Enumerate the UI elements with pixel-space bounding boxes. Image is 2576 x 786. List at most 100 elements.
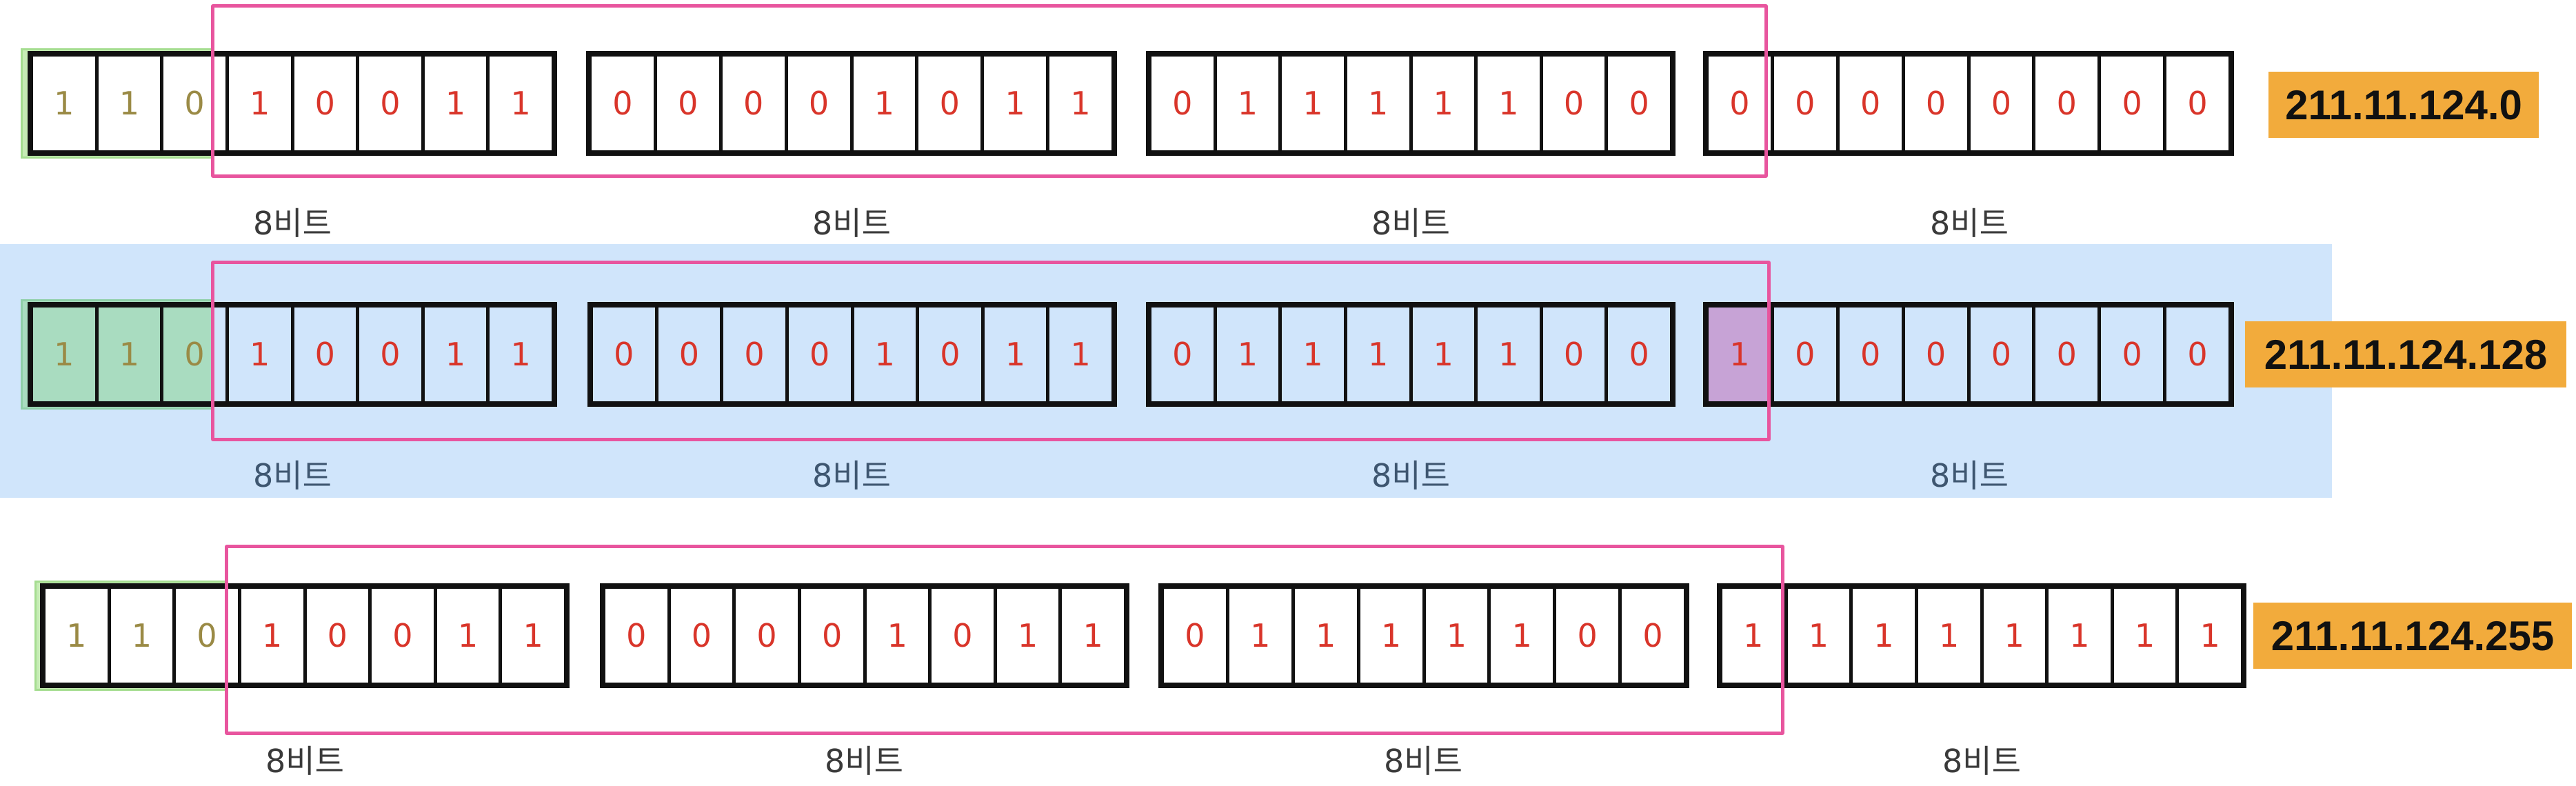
bit-cell: 1 <box>1918 589 1984 683</box>
bit-cell: 0 <box>1151 308 1217 401</box>
bit-cell: 0 <box>1709 57 1774 150</box>
bit-cell: 1 <box>437 589 503 683</box>
bit-cell: 1 <box>1229 589 1295 683</box>
bit-cell: 1 <box>1722 589 1788 683</box>
bit-cell: 0 <box>736 589 801 683</box>
bit-cell: 1 <box>1426 589 1491 683</box>
bit-cell: 1 <box>425 57 490 150</box>
bit-cell: 0 <box>1629 85 1649 122</box>
octet-3-label: 8비트 <box>1371 457 1450 494</box>
bit-cell: 1 <box>1709 308 1774 401</box>
bit-cell: 0 <box>359 57 425 150</box>
bit-cell: 0 <box>2187 336 2208 373</box>
bit-cell: 0 <box>1971 308 2036 401</box>
bit-cell: 1 <box>241 589 307 683</box>
bit-cell: 1 <box>2114 589 2180 683</box>
ip-address-badge: 211.11.124.255 <box>2253 603 2572 669</box>
bit-cell: 0 <box>1543 57 1609 150</box>
bit-cell: 0 <box>1905 308 1971 401</box>
bit-cell: 0 <box>789 308 854 401</box>
bit-cell: 1 <box>1413 308 1478 401</box>
bit-cell: 1 <box>1478 308 1543 401</box>
bit-cell: 0 <box>1151 57 1217 150</box>
bit-cell: 1 <box>523 617 543 654</box>
bit-cell: 0 <box>1840 308 1905 401</box>
octet-3-label: 8비트 <box>1371 205 1450 242</box>
bit-cell: 1 <box>1083 617 1103 654</box>
bit-cell: 0 <box>163 57 229 150</box>
bit-cell: 1 <box>510 85 531 122</box>
bit-cell: 0 <box>932 589 997 683</box>
bit-cell: 0 <box>671 589 736 683</box>
bit-cell: 0 <box>658 308 724 401</box>
bit-cell: 1 <box>1217 57 1282 150</box>
bit-cell: 1 <box>2049 589 2114 683</box>
bit-cell: 1 <box>33 57 99 150</box>
bit-cell: 0 <box>372 589 437 683</box>
bit-cell: 0 <box>1840 57 1905 150</box>
bit-cell: 0 <box>2187 85 2208 122</box>
bit-cell: 0 <box>359 308 425 401</box>
bit-cell: 0 <box>605 589 671 683</box>
bit-cell: 1 <box>1413 57 1478 150</box>
bit-cell: 1 <box>1478 57 1543 150</box>
octet-1-label: 8비트 <box>253 457 332 494</box>
bit-cell: 1 <box>1295 589 1360 683</box>
bit-cell: 0 <box>2101 57 2167 150</box>
bit-cell: 0 <box>723 57 788 150</box>
bit-cell: 0 <box>657 57 723 150</box>
subnet-prefix-boundary <box>211 261 1771 441</box>
bit-cell: 0 <box>2035 57 2102 150</box>
bit-cell: 0 <box>2101 308 2167 401</box>
bit-cell: 0 <box>1543 308 1609 401</box>
octet-4-label: 8비트 <box>1930 205 2009 242</box>
bit-cell: 1 <box>854 57 919 150</box>
bit-cell: 1 <box>99 57 164 150</box>
bit-cell: 1 <box>1853 589 1918 683</box>
bit-cell: 0 <box>593 308 658 401</box>
octet-3-label: 8비트 <box>1384 743 1462 780</box>
bit-cell: 0 <box>1629 336 1649 373</box>
bit-cell: 0 <box>592 57 657 150</box>
bit-cell: 1 <box>229 57 294 150</box>
bit-cell: 1 <box>510 336 531 373</box>
bit-cell: 1 <box>1070 336 1091 373</box>
subnet-prefix-boundary <box>211 4 1768 178</box>
bit-cell: 0 <box>1774 308 1840 401</box>
bit-cell: 0 <box>307 589 372 683</box>
bit-cell: 1 <box>46 589 111 683</box>
octet-4-label: 8비트 <box>1930 457 2009 494</box>
bit-cell: 0 <box>1556 589 1622 683</box>
bit-cell: 0 <box>1971 57 2036 150</box>
bit-cell: 0 <box>1164 589 1229 683</box>
bit-cell: 1 <box>1788 589 1853 683</box>
bit-cell: 1 <box>985 308 1050 401</box>
bit-cell: 0 <box>801 589 867 683</box>
bit-cell: 1 <box>1070 85 1091 122</box>
bit-cell: 0 <box>294 308 360 401</box>
bit-cell: 0 <box>918 57 985 150</box>
bit-cell: 1 <box>33 308 99 401</box>
bit-cell: 1 <box>854 308 920 401</box>
bit-cell: 0 <box>1642 617 1663 654</box>
bit-cell: 1 <box>1347 308 1413 401</box>
bit-cell: 1 <box>984 57 1050 150</box>
bit-cell: 0 <box>723 308 789 401</box>
bit-cell: 1 <box>1347 57 1413 150</box>
bit-cell: 0 <box>1905 57 1971 150</box>
bit-cell: 1 <box>1360 589 1426 683</box>
bit-cell: 1 <box>1282 57 1347 150</box>
bit-cell: 0 <box>163 308 229 401</box>
octet-4-label: 8비트 <box>1942 743 2021 780</box>
